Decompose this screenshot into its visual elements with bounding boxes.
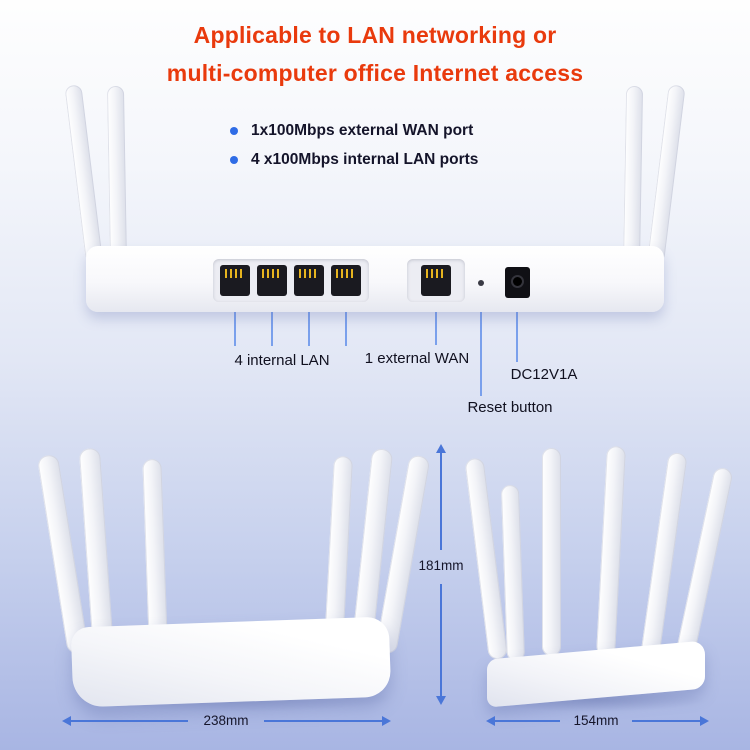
connector-line bbox=[435, 312, 437, 345]
reset-button-label: Reset button bbox=[467, 399, 553, 416]
feature-item-lan: 4 x100Mbps internal LAN ports bbox=[230, 150, 478, 170]
dimension-line bbox=[440, 584, 442, 696]
title-line-1: Applicable to LAN networking or bbox=[193, 22, 557, 48]
connector-line bbox=[480, 312, 482, 396]
wan-port-label: 1 external WAN bbox=[364, 350, 470, 367]
arrow-left-icon bbox=[62, 716, 71, 726]
height-dimension-label: 181mm bbox=[418, 558, 464, 573]
dimension-line bbox=[264, 720, 382, 722]
dc-power-jack bbox=[505, 267, 530, 298]
title-line-2: multi-computer office Internet access bbox=[166, 60, 584, 86]
antenna bbox=[64, 84, 103, 264]
antenna bbox=[674, 466, 734, 663]
arrow-up-icon bbox=[436, 444, 446, 453]
feature-wan-label: 1x100Mbps external WAN port bbox=[251, 122, 474, 139]
lan-port-1 bbox=[220, 265, 250, 296]
lan-port-3 bbox=[294, 265, 324, 296]
width-dimension-label: 238mm bbox=[203, 713, 249, 728]
bullet-dot-icon bbox=[230, 156, 238, 164]
antenna bbox=[106, 85, 127, 263]
dc-power-label: DC12V1A bbox=[510, 366, 578, 383]
feature-list: 1x100Mbps external WAN port 4 x100Mbps i… bbox=[230, 121, 478, 179]
antenna bbox=[623, 85, 644, 263]
port-pins bbox=[299, 269, 319, 278]
page-title: Applicable to LAN networking or multi-co… bbox=[0, 16, 750, 92]
arrow-right-icon bbox=[382, 716, 391, 726]
arrow-left-icon bbox=[486, 716, 495, 726]
port-pins bbox=[426, 269, 446, 278]
connector-line bbox=[516, 312, 518, 362]
arrow-down-icon bbox=[436, 696, 446, 705]
wan-port bbox=[421, 265, 451, 296]
connector-line bbox=[345, 312, 347, 346]
lan-port-2 bbox=[257, 265, 287, 296]
connector-line bbox=[234, 312, 236, 346]
router-body bbox=[70, 616, 392, 708]
feature-lan-label: 4 x100Mbps internal LAN ports bbox=[251, 151, 479, 168]
reset-button bbox=[478, 280, 484, 286]
dimension-line bbox=[494, 720, 560, 722]
lan-ports-label: 4 internal LAN bbox=[234, 352, 330, 369]
antenna bbox=[542, 448, 561, 656]
connector-line bbox=[308, 312, 310, 346]
dimension-line bbox=[440, 452, 442, 550]
bullet-dot-icon bbox=[230, 127, 238, 135]
dimension-line bbox=[70, 720, 188, 722]
antenna bbox=[596, 445, 626, 657]
antenna bbox=[647, 84, 686, 264]
port-pins bbox=[336, 269, 356, 278]
arrow-right-icon bbox=[700, 716, 709, 726]
depth-dimension-label: 154mm bbox=[573, 713, 619, 728]
router-back-panel bbox=[86, 246, 664, 312]
port-pins bbox=[225, 269, 245, 278]
port-pins bbox=[262, 269, 282, 278]
dimension-line bbox=[632, 720, 700, 722]
antenna bbox=[142, 458, 168, 652]
lan-port-4 bbox=[331, 265, 361, 296]
connector-line bbox=[271, 312, 273, 346]
feature-item-wan: 1x100Mbps external WAN port bbox=[230, 121, 478, 141]
